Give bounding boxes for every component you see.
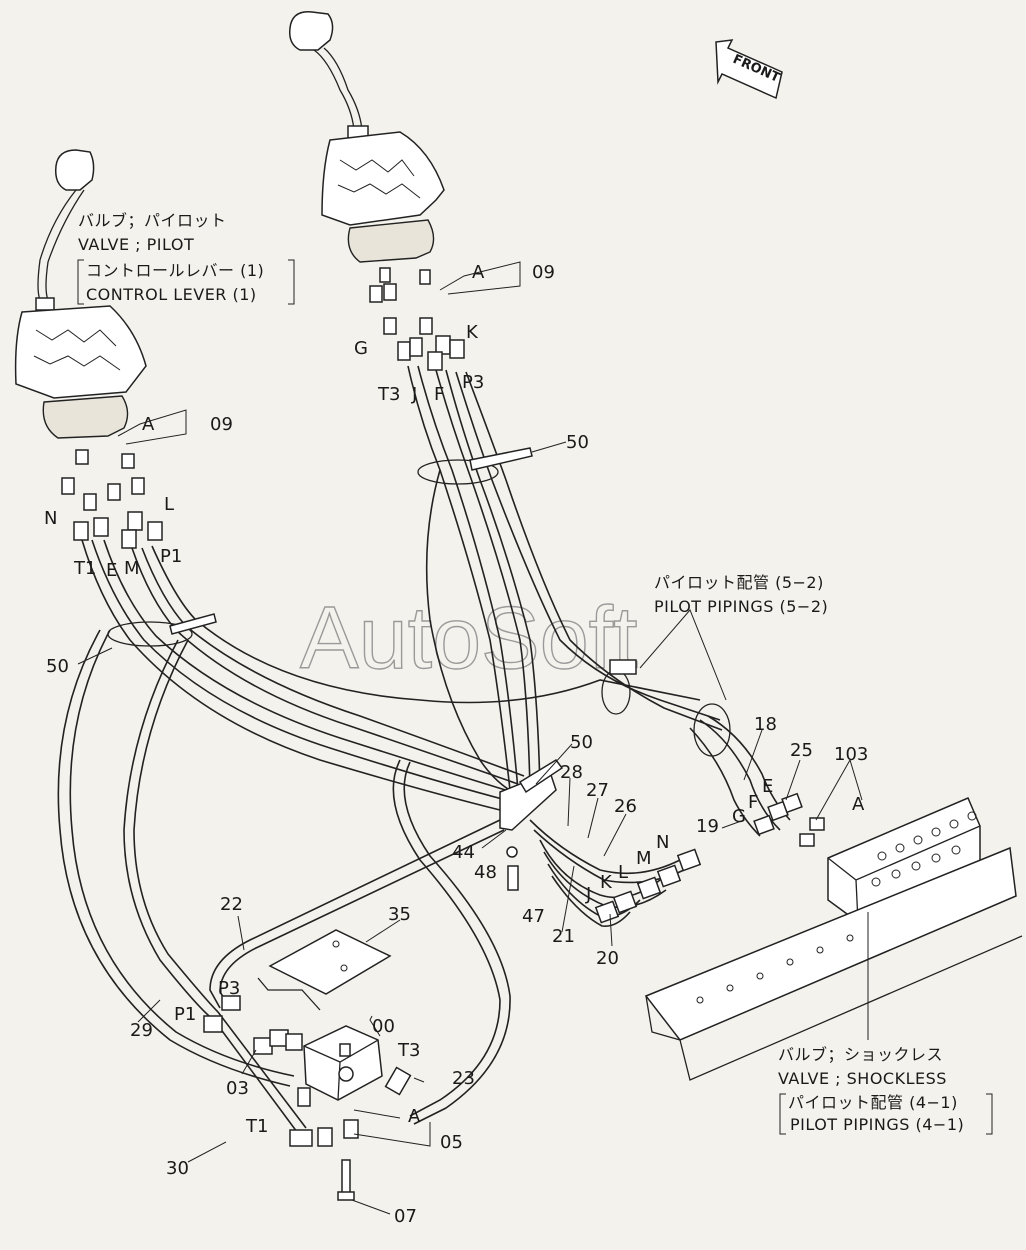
port-right-g: G xyxy=(354,338,368,359)
part-27: 27 xyxy=(586,780,609,801)
part-47: 47 xyxy=(522,906,545,927)
port-left-n: N xyxy=(44,508,57,529)
left-valve-jp: バルブ；パイロット xyxy=(78,211,227,230)
port-left-m: M xyxy=(124,558,140,579)
valve-00 xyxy=(297,1025,412,1107)
port-block-e: E xyxy=(762,776,773,797)
part-35: 35 xyxy=(388,904,411,925)
shockless-sub-en: PILOT PIPINGS (4−1) xyxy=(790,1115,964,1134)
port-block-n: N xyxy=(656,832,669,853)
left-sub-en: CONTROL LEVER (1) xyxy=(86,285,257,304)
port-block-l: L xyxy=(618,862,628,883)
port-right-k: K xyxy=(466,322,479,343)
hose-bundle-left-lever xyxy=(57,539,701,1137)
pilot-pipings-en: PILOT PIPINGS (5−2) xyxy=(654,597,828,616)
mounting-bracket xyxy=(644,846,1023,1081)
port-block-g: G xyxy=(732,806,746,827)
port-left-e: E xyxy=(106,560,117,581)
pilot-pipings-jp: パイロット配管 (5−2) xyxy=(654,573,824,592)
note-pilot-pipings: パイロット配管 (5−2) PILOT PIPINGS (5−2) xyxy=(654,573,828,616)
part-22: 22 xyxy=(220,894,243,915)
port-right-p3: P3 xyxy=(462,372,484,393)
hose-bundle-right-lever xyxy=(407,365,723,801)
part-numbers: 09 09 50 50 50 18 25 103 19 28 27 26 44 … xyxy=(46,262,868,1227)
plate-35 xyxy=(257,929,392,1011)
port-valve-t1: T1 xyxy=(245,1116,268,1137)
leader-lines xyxy=(77,261,869,1215)
clamp-50-mid xyxy=(499,759,564,831)
ports-right-lever: A K G T3 J F P3 xyxy=(354,262,485,405)
part-00: 00 xyxy=(372,1016,395,1037)
part-21: 21 xyxy=(552,926,575,947)
part-29: 29 xyxy=(130,1020,153,1041)
port-left-l: L xyxy=(164,494,174,515)
ports-left-lever: A L N T1 E M P1 xyxy=(44,414,182,581)
part-03: 03 xyxy=(226,1078,249,1099)
port-block-a: A xyxy=(852,794,865,815)
port-right-j: J xyxy=(411,384,417,405)
shockless-jp: バルブ；ショックレス xyxy=(778,1045,943,1064)
bolt-47 xyxy=(506,846,519,891)
right-lever-fittings xyxy=(369,267,465,371)
ports-right-block: E F G A N M L K J xyxy=(585,776,865,905)
port-block-k: K xyxy=(600,872,613,893)
clamp-pilot-pipings xyxy=(601,659,731,757)
port-right-t3: T3 xyxy=(377,384,400,405)
front-arrow-icon: FRONT xyxy=(715,39,783,100)
part-25: 25 xyxy=(790,740,813,761)
part-23: 23 xyxy=(452,1068,475,1089)
clamp-50-left xyxy=(107,613,217,647)
port-left-t1: T1 xyxy=(73,558,96,579)
part-50-mid: 50 xyxy=(570,732,593,753)
part-09-left: 09 xyxy=(210,414,233,435)
part-50-top: 50 xyxy=(566,432,589,453)
left-control-lever xyxy=(14,149,163,549)
port-block-j: J xyxy=(585,884,591,905)
part-05: 05 xyxy=(440,1132,463,1153)
port-valve-p3: P3 xyxy=(218,978,240,999)
note-left-valve: バルブ；パイロット VALVE ; PILOT コントロールレバー (1) CO… xyxy=(77,211,295,305)
part-50-left: 50 xyxy=(46,656,69,677)
ports-valve: P3 P1 T3 T1 A xyxy=(174,978,421,1137)
part-18: 18 xyxy=(754,714,777,735)
port-valve-p1: P1 xyxy=(174,1004,196,1025)
note-shockless-valve: バルブ；ショックレス VALVE ; SHOCKLESS パイロット配管 (4−… xyxy=(778,1045,993,1135)
port-block-f: F xyxy=(748,792,758,813)
part-07: 07 xyxy=(394,1206,417,1227)
part-103: 103 xyxy=(834,744,868,765)
left-sub-jp: コントロールレバー (1) xyxy=(86,261,264,280)
watermark-text: AutoSoft xyxy=(300,588,638,687)
right-control-lever xyxy=(288,11,465,371)
port-right-f: F xyxy=(434,384,444,405)
part-26: 26 xyxy=(614,796,637,817)
part-44: 44 xyxy=(452,842,475,863)
clamp-50-top xyxy=(417,447,533,485)
port-left-a: A xyxy=(142,414,155,435)
port-valve-t3: T3 xyxy=(397,1040,420,1061)
part-48: 48 xyxy=(474,862,497,883)
part-19: 19 xyxy=(696,816,719,837)
fittings-right-block xyxy=(594,792,825,924)
shockless-en: VALVE ; SHOCKLESS xyxy=(778,1069,947,1088)
port-valve-a: A xyxy=(408,1106,421,1127)
port-right-a: A xyxy=(472,262,485,283)
part-20: 20 xyxy=(596,948,619,969)
port-block-m: M xyxy=(636,848,652,869)
fittings-valve xyxy=(203,995,359,1201)
part-28: 28 xyxy=(560,762,583,783)
port-left-p1: P1 xyxy=(160,546,182,567)
hose-bundle-center xyxy=(209,759,511,1125)
part-09-right: 09 xyxy=(532,262,555,283)
left-valve-en: VALVE ; PILOT xyxy=(78,235,194,254)
part-30: 30 xyxy=(166,1158,189,1179)
shockless-sub-jp: パイロット配管 (4−1) xyxy=(788,1093,958,1112)
left-lever-fittings xyxy=(61,449,163,549)
